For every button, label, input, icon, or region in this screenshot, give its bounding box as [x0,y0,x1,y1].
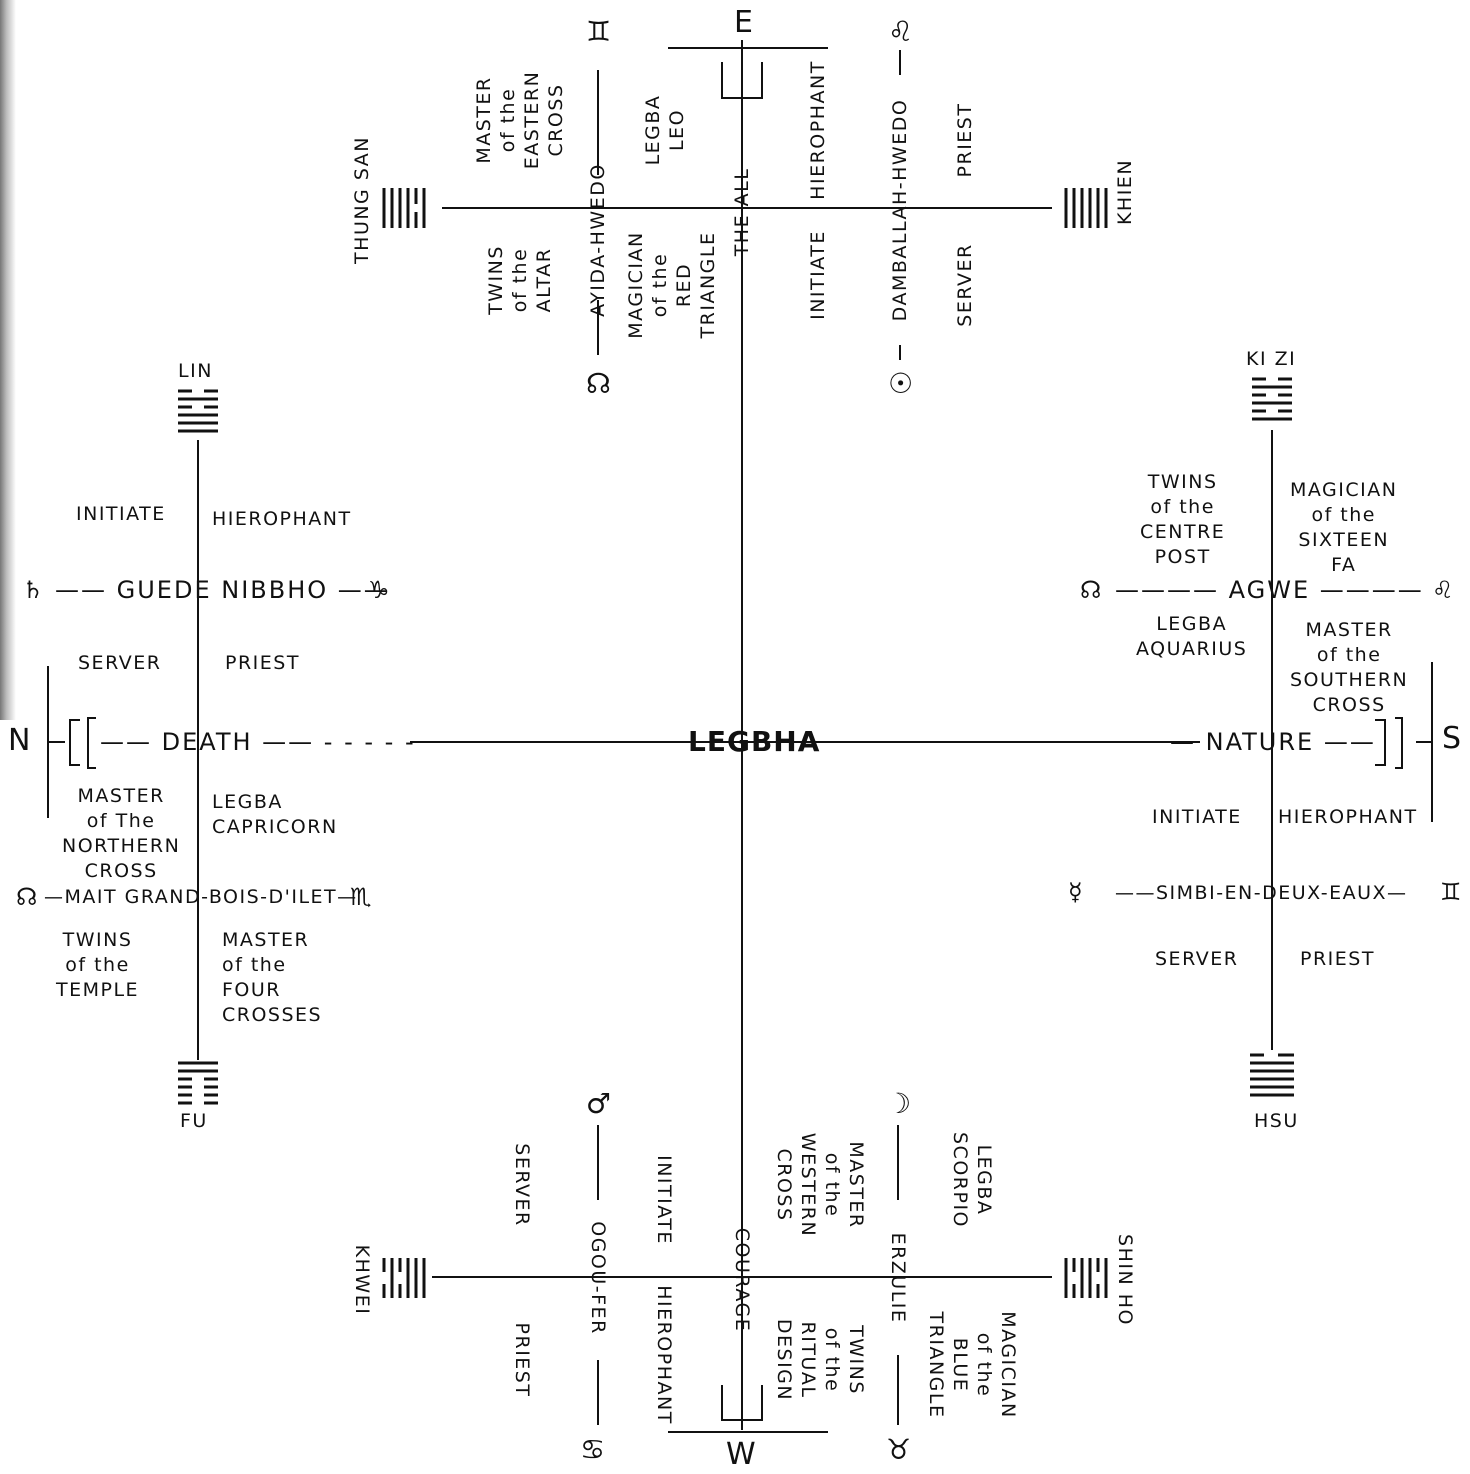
south-lower-left-text: INITIATE [1152,806,1242,828]
trigram-shin-ho-label: SHIN HO [1114,1234,1136,1326]
east-top-far-right-text: PRIEST [954,102,976,178]
east-bottom-left-text: TWINS of the ALTAR [485,245,555,315]
east-top-right-text: HIEROPHANT [807,60,829,200]
east-center-vertical-label: THE ALL [731,167,753,257]
west-bottom-right-text: TWINS of the RITUAL DESIGN [773,1318,867,1402]
trigram-khien-icon [1062,188,1110,232]
trigram-fu-icon [178,1060,218,1110]
symbol-taurus-icon: ♉ [886,1433,913,1466]
trigram-thung-san-icon [380,188,428,232]
east-top-mid-text: LEGBA LEO [642,94,688,166]
south-bottom-left-text: SERVER [1155,948,1239,970]
south-lower-right-text: HIEROPHANT [1278,806,1418,828]
north-bottom-right-text: MASTER of the FOUR CROSSES [222,929,323,1026]
trigram-hsu-icon [1250,1052,1294,1106]
west-top-left-text: SERVER [511,1143,533,1227]
trigram-shin-ho-icon [1062,1258,1110,1302]
north-lower-left-text: MASTER of The NORTHERN CROSS [62,785,181,882]
west-bottom-far-right-text: MAGICIAN of the BLUE TRIANGLE [925,1311,1019,1419]
symbol-leo-icon: ♌ [888,15,915,48]
west-center-vertical-label: COURAGE [731,1227,753,1333]
trigram-fu-label: FU [180,1110,208,1132]
west-bottom-mid-text: HIEROPHANT [653,1285,675,1425]
south-row3-label: ——SIMBI-EN-DEUX-EAUX— [1115,882,1408,904]
east-right-vertical-label: DAMBALLAH-HWEDO [889,98,911,322]
west-top-far-right-text: LEGBA SCORPIO [949,1132,995,1228]
trigram-lin-label: LIN [178,360,213,382]
east-left-vertical-label: AYIDA-HWEDO [587,163,609,317]
north-row3-text: MAIT GRAND-BOIS-D'ILET [64,886,338,908]
trigram-kizi-label: KI ZI [1246,348,1297,370]
north-row3-right-symbol: ♏ [350,883,374,911]
south-mid-right-text: MASTER of the SOUTHERN CROSS [1290,619,1409,716]
symbol-node-icon: ☊ [586,367,613,400]
symbol-sun-icon: ☉ [888,367,915,400]
south-bottom-right-text: PRIEST [1300,948,1375,970]
south-row2-text: NATURE [1205,728,1315,756]
west-top-right-text: MASTER of the WESTERN CROSS [773,1132,867,1238]
south-row1-left-symbol: ☊ [1080,576,1104,604]
north-row2-text: DEATH [161,728,253,756]
north-row1-text: GUEDE NIBBHO [116,576,329,604]
east-bottom-far-right-text: SERVER [954,243,976,327]
trigram-hsu-label: HSU [1254,1110,1299,1132]
south-row1-text: AGWE [1228,576,1311,604]
south-row1-label: ———— AGWE ———— [1115,576,1424,604]
direction-north: N [8,723,32,758]
south-upper-left-text: TWINS of the CENTRE POST [1140,471,1226,568]
south-row1-right-symbol: ♌ [1432,576,1456,604]
direction-east: E [734,5,755,40]
north-upper-right-text: HIEROPHANT [212,508,352,530]
direction-south: S [1442,721,1463,756]
south-row2-label: — NATURE —— [1170,728,1376,756]
trigram-thung-san-label: THUNG SAN [351,136,373,264]
east-bottom-right-text: INITIATE [807,230,829,320]
direction-west: W [726,1437,758,1472]
north-mid-left-text: SERVER [78,652,162,674]
trigram-lin-icon [178,388,218,438]
north-row1-right-symbol: ♑ [368,576,392,604]
north-row1-label: —— GUEDE NIBBHO —— [55,576,390,604]
scan-edge-shadow [0,0,16,720]
trigram-khien-label: KHIEN [1114,158,1136,226]
symbol-mars-icon: ♂ [586,1087,613,1120]
south-mid-left-text: LEGBA AQUARIUS [1136,613,1248,660]
north-mid-right-text: PRIEST [225,652,300,674]
center-label: LEGBHA [688,725,821,758]
north-upper-left-text: INITIATE [76,503,166,525]
north-row3-left-symbol: ☊ [16,883,40,911]
symbol-gemini-icon: ♊ [586,15,613,48]
north-row3-label: —MAIT GRAND-BOIS-D'ILET— [44,886,358,908]
south-upper-right-text: MAGICIAN of the SIXTEEN FA [1290,479,1398,576]
east-top-left-text: MASTER of the EASTERN CROSS [473,70,567,170]
south-row3-left-symbol: ☿ [1068,878,1085,906]
south-row3-right-symbol: ♊ [1440,878,1464,906]
symbol-cancer-icon: ♋ [580,1433,607,1466]
symbol-moon-icon: ☽ [886,1087,913,1120]
trigram-khwei-icon [380,1258,428,1302]
north-bottom-left-text: TWINS of the TEMPLE [56,929,140,1001]
west-left-vertical-label: OGOU-FER [587,1221,609,1335]
east-bottom-mid-text: MAGICIAN of the RED TRIANGLE [625,231,719,339]
west-right-vertical-label: ERZULIE [887,1232,909,1324]
south-row3-text: SIMBI-EN-DEUX-EAUX [1156,882,1388,904]
west-bottom-left-text: PRIEST [511,1322,533,1398]
trigram-kizi-icon [1252,376,1292,426]
north-row1-left-symbol: ♄ [22,576,46,604]
trigram-khwei-label: KHWEI [351,1244,373,1316]
north-lower-right-text: LEGBA CAPRICORN [212,791,338,838]
north-row2-label: —— DEATH —— - - - - - [100,728,416,756]
west-top-mid-text: INITIATE [653,1155,675,1245]
